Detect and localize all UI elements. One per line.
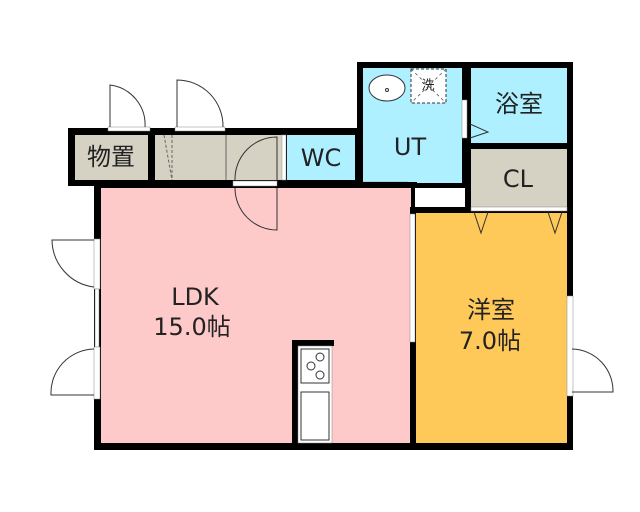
kitchen-counter <box>292 340 334 445</box>
ut-room: 洗 <box>357 62 467 188</box>
ldk-size: 15.0帖 <box>153 313 230 341</box>
stove-icon <box>300 348 330 384</box>
storage-row <box>68 128 360 186</box>
storage-room <box>75 135 148 180</box>
closet <box>465 143 573 213</box>
sliding-door[interactable] <box>409 213 416 343</box>
ldk-window-door-upper[interactable] <box>51 238 101 290</box>
storage-label: 物置 <box>87 143 135 171</box>
sink-icon <box>300 391 330 441</box>
ldk-window-door-lower[interactable] <box>50 346 101 400</box>
ldk-door[interactable] <box>232 136 278 231</box>
ut-label: UT <box>394 133 427 161</box>
western-label: 洋室 <box>467 296 515 324</box>
wc-room <box>287 135 355 180</box>
western-room <box>409 206 573 450</box>
washer-label: 洗 <box>421 79 434 94</box>
bath-room <box>461 62 573 147</box>
hallway <box>155 135 283 180</box>
closet-label: CL <box>503 165 534 193</box>
ldk-label: LDK <box>171 283 220 311</box>
ldk-room <box>94 182 465 450</box>
entrance-door[interactable] <box>174 79 226 132</box>
western-window-door[interactable] <box>566 295 614 397</box>
western-size: 7.0帖 <box>459 327 521 355</box>
doors <box>50 79 614 400</box>
storage-door[interactable] <box>107 84 151 132</box>
bath-label: 浴室 <box>495 90 543 118</box>
wc-label: WC <box>301 144 342 172</box>
